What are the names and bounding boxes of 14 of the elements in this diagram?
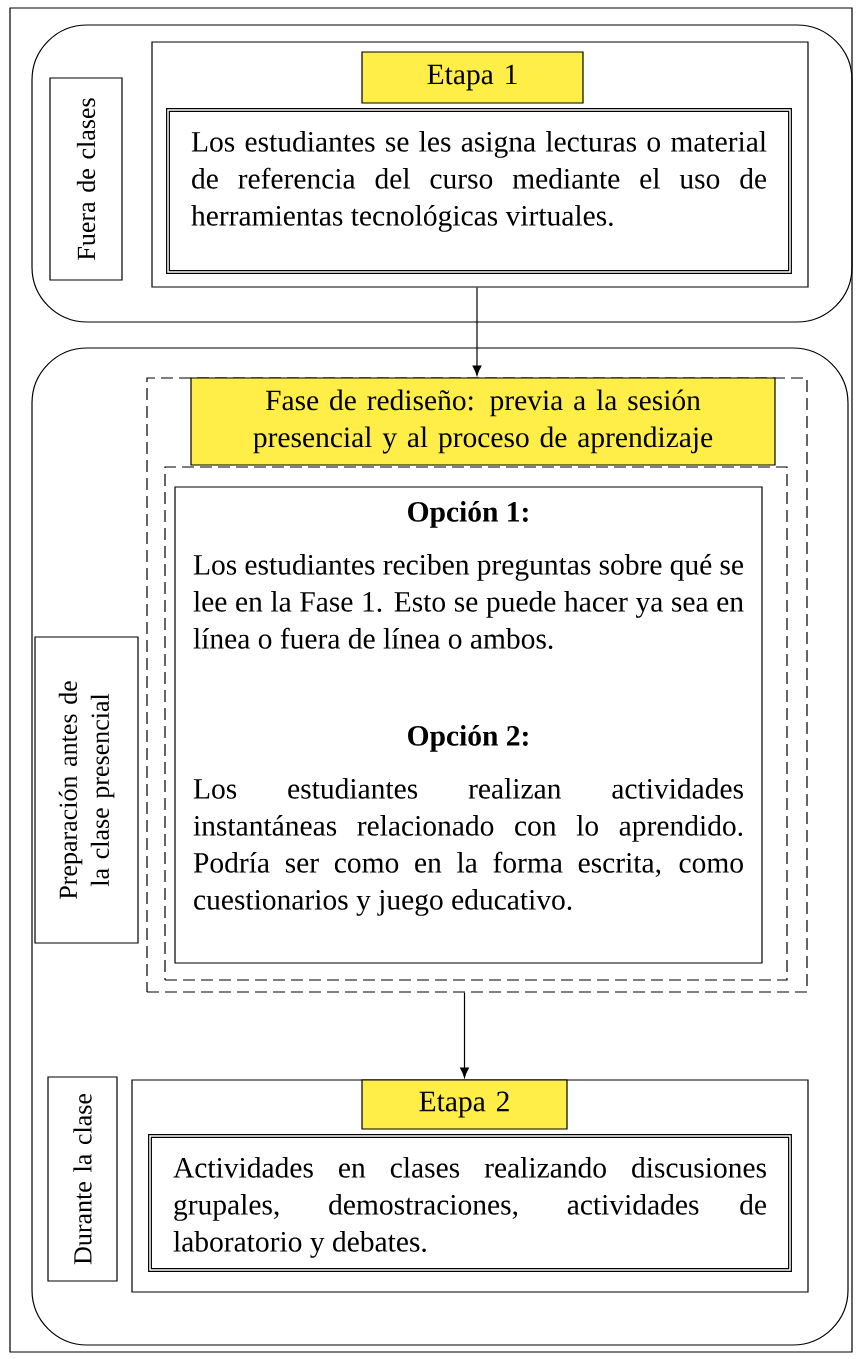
text-box: Los estudiantes se les asigna lecturas o material de referencia del curso mediante el uso de herramientas tecnológicas virtuales. bbox=[166, 108, 792, 274]
arrow bbox=[472, 287, 482, 376]
rounded-panel bbox=[31, 24, 853, 323]
stage-title: Etapa 1 bbox=[361, 51, 584, 104]
side-label: Durante la clase bbox=[47, 1076, 118, 1282]
side-label: Fuera de clases bbox=[49, 77, 123, 281]
text-box: Actividades en clases realizando discusiones grupales, demostraciones, actividades de laboratorio y debates. bbox=[148, 1134, 792, 1272]
rounded-panel bbox=[31, 347, 849, 1346]
arrow bbox=[460, 992, 469, 1078]
options-box: Opción 1: Los estudiantes reciben preguntas sobre qué se lee en la Fase 1. Esto se puede hacer ya sea en línea o fuera de línea o ambos. Opción 2: Los estudiantes realizan actividades instantáneas relacionado con lo aprendido. Podría ser como en la forma escrita, como cuestionarios y juego educativo. bbox=[174, 486, 763, 964]
phase-title: Fase de rediseño: previa a la sesión presencial y al proceso de aprendizaje bbox=[190, 377, 776, 466]
stage-title: Etapa 2 bbox=[361, 1079, 568, 1130]
side-label: Preparación antes de la clase presencial bbox=[34, 636, 139, 944]
stage-box bbox=[151, 41, 809, 288]
